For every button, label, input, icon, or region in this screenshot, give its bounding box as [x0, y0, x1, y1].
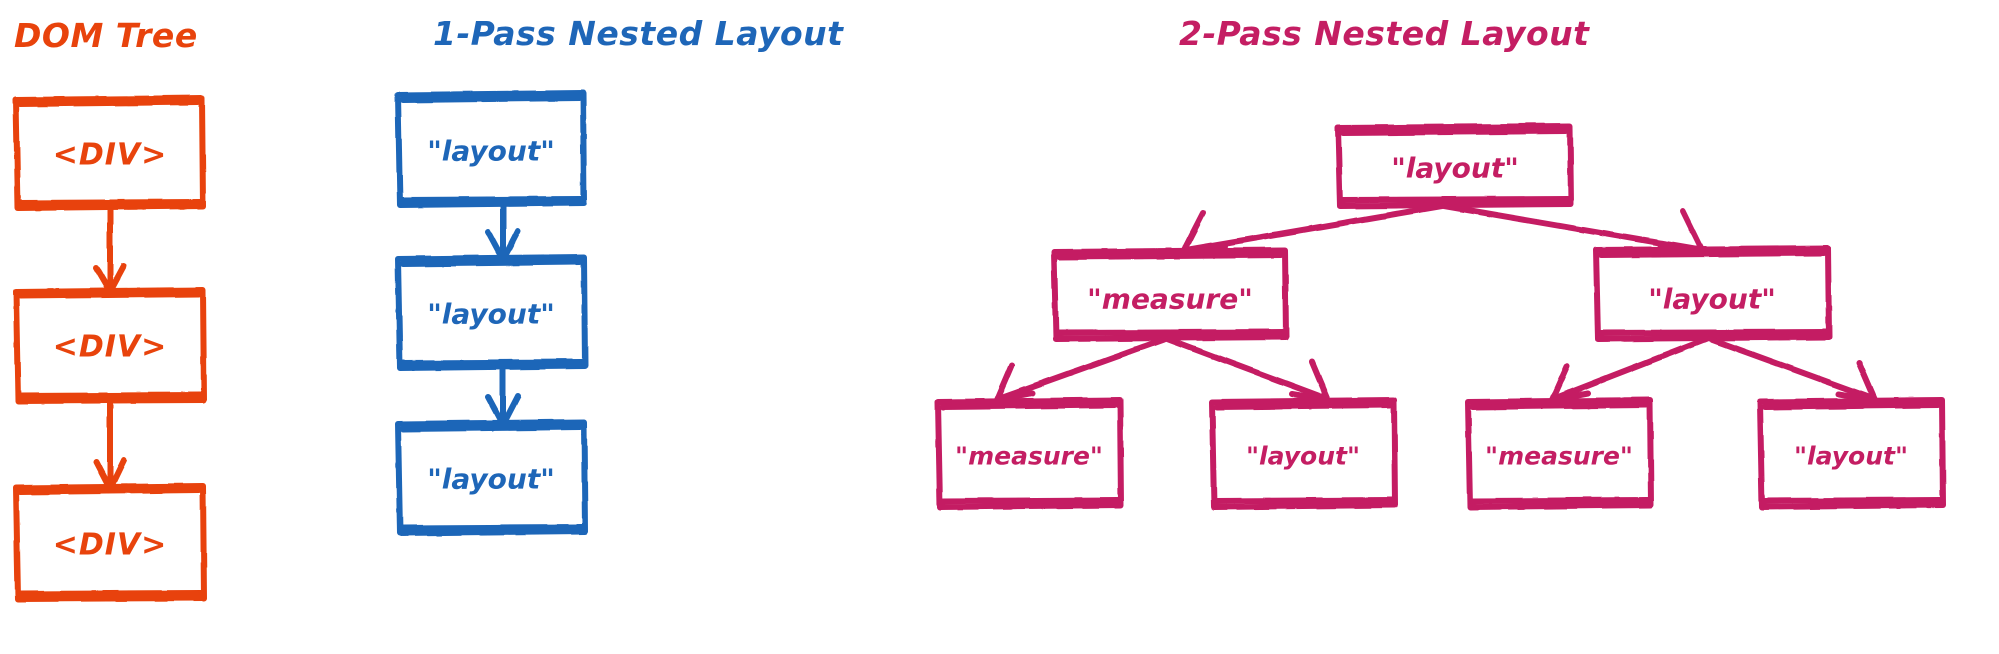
two-pass-root-box [1335, 123, 1574, 209]
dom-tree-group [13, 95, 207, 602]
two-pass-mid-right-box [1593, 245, 1832, 342]
panel-title-one-pass: 1-Pass Nested Layout [433, 14, 844, 53]
two-pass-node-label-leaf-3: "measure" [1485, 441, 1633, 471]
one-pass-box-1 [395, 90, 587, 208]
two-pass-edge-right-leaf4 [1707, 336, 1878, 403]
two-pass-node-label-mid-left: "measure" [1087, 282, 1253, 316]
two-pass-group [935, 123, 1946, 510]
one-pass-node-label-3: "layout" [427, 462, 555, 496]
dom-node-label-1: <DIV> [52, 137, 168, 173]
two-pass-node-label-leaf-4: "layout" [1794, 441, 1908, 471]
dom-node-box-3 [13, 483, 207, 602]
two-pass-node-label-leaf-2: "layout" [1246, 441, 1360, 471]
dom-node-label-2: <DIV> [52, 329, 168, 365]
dom-node-label-3: <DIV> [52, 527, 168, 563]
two-pass-node-label-root: "layout" [1391, 151, 1519, 185]
two-pass-mid-left-box [1051, 247, 1289, 342]
two-pass-edge-left-leaf2 [1164, 336, 1331, 403]
two-pass-edge-left-leaf1 [994, 336, 1168, 403]
two-pass-node-label-mid-right: "layout" [1648, 282, 1776, 316]
two-pass-leaf-box-1 [935, 397, 1124, 510]
dom-arrow-1 [93, 205, 127, 295]
two-pass-edge-right-leaf3 [1549, 336, 1710, 403]
one-pass-arrow-2 [485, 365, 521, 428]
dom-node-box-1 [13, 95, 206, 211]
two-pass-leaf-box-4 [1757, 397, 1946, 510]
two-pass-edge-root-right [1441, 203, 1706, 255]
dom-node-box-2 [13, 287, 207, 404]
dom-arrow-2 [93, 398, 127, 492]
one-pass-box-3 [395, 419, 588, 536]
two-pass-edge-root-left [1180, 203, 1445, 255]
panel-title-two-pass: 2-Pass Nested Layout [1179, 14, 1590, 53]
one-pass-box-2 [395, 254, 588, 371]
two-pass-leaf-box-3 [1465, 397, 1654, 510]
panel-title-dom-tree: DOM Tree [14, 16, 198, 55]
one-pass-group [395, 90, 588, 536]
one-pass-node-label-2: "layout" [427, 297, 555, 331]
two-pass-node-label-leaf-1: "measure" [955, 441, 1103, 471]
one-pass-node-label-1: "layout" [427, 134, 555, 168]
one-pass-arrow-1 [485, 200, 521, 263]
two-pass-leaf-box-2 [1209, 397, 1398, 510]
